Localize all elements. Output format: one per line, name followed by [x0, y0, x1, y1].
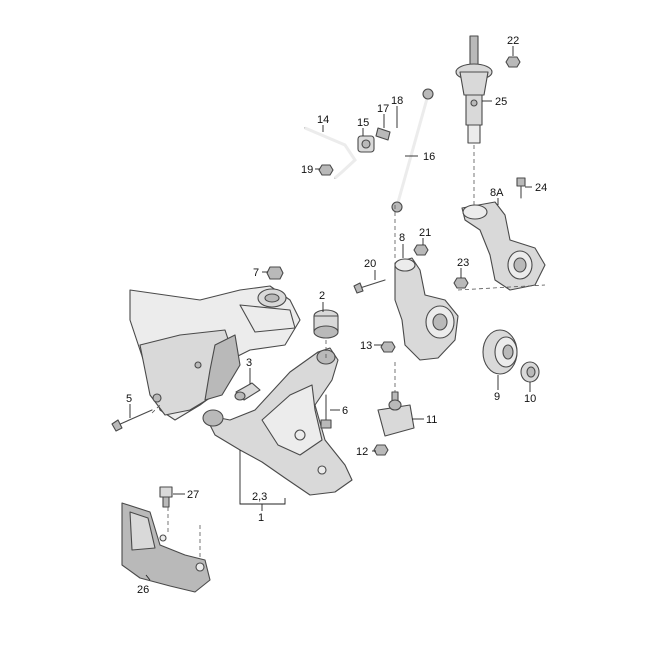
- callout-12: 12: [356, 446, 368, 458]
- control-arm: [202, 347, 353, 496]
- bolt-24: [516, 177, 526, 199]
- subframe: [129, 285, 301, 421]
- nut-21: [413, 244, 429, 256]
- callout-8: 8: [399, 232, 405, 244]
- callout-7: 7: [253, 267, 259, 279]
- nut-19: [318, 164, 334, 176]
- callout-17: 17: [377, 103, 389, 115]
- bolt-20: [353, 279, 386, 294]
- splash-shield: [121, 502, 211, 593]
- callout-13: 13: [360, 340, 372, 352]
- callout-2: 2: [319, 290, 325, 302]
- nut-22: [505, 56, 521, 68]
- strut: [455, 35, 493, 144]
- nut-13: [380, 341, 396, 353]
- bushing-2: [313, 309, 339, 339]
- stabilizer-bushing: [357, 135, 375, 153]
- callout-23: 23: [457, 257, 469, 269]
- callout-6: 6: [342, 405, 348, 417]
- bolt-5: [111, 409, 153, 432]
- callout-19: 19: [301, 164, 313, 176]
- callout-14: 14: [317, 114, 329, 126]
- callout-25: 25: [495, 96, 507, 108]
- stabilizer-link: [391, 88, 434, 213]
- callout-2-3: 2,3: [252, 491, 267, 503]
- wheel-hub: [482, 329, 518, 375]
- bolt-6: [320, 394, 332, 429]
- clamp-17: [375, 127, 391, 141]
- callout-10: 10: [524, 393, 536, 405]
- callout-8a: 8A: [490, 187, 504, 199]
- callout-20: 20: [364, 258, 376, 270]
- callout-labels: 1 2,3 2 3 5 6 7 8 8A 9 10 11 12 13 14 15…: [126, 35, 547, 596]
- callout-18: 18: [391, 95, 403, 107]
- steering-knuckle: [394, 257, 459, 361]
- leader-lines: [129, 46, 532, 581]
- steering-knuckle-8a: [461, 201, 546, 291]
- callout-26: 26: [137, 584, 149, 596]
- callout-27: 27: [187, 489, 199, 501]
- nut-12: [373, 444, 389, 456]
- callout-9: 9: [494, 391, 500, 403]
- nut-23: [453, 277, 469, 289]
- callout-3: 3: [246, 357, 252, 369]
- callout-16: 16: [423, 151, 435, 163]
- ball-joint: [377, 391, 415, 437]
- hub-nut: [520, 361, 540, 383]
- stabilizer-bar: [304, 126, 357, 180]
- clip-27: [159, 486, 173, 508]
- callout-24: 24: [535, 182, 547, 194]
- callout-15: 15: [357, 117, 369, 129]
- callout-21: 21: [419, 227, 431, 239]
- bushing-3: [234, 382, 261, 401]
- callout-22: 22: [507, 35, 519, 47]
- nut-7: [266, 266, 284, 280]
- callout-11: 11: [426, 414, 437, 426]
- callout-1: 1: [258, 512, 264, 524]
- callout-5: 5: [126, 393, 132, 405]
- assembly-lines: [151, 145, 546, 560]
